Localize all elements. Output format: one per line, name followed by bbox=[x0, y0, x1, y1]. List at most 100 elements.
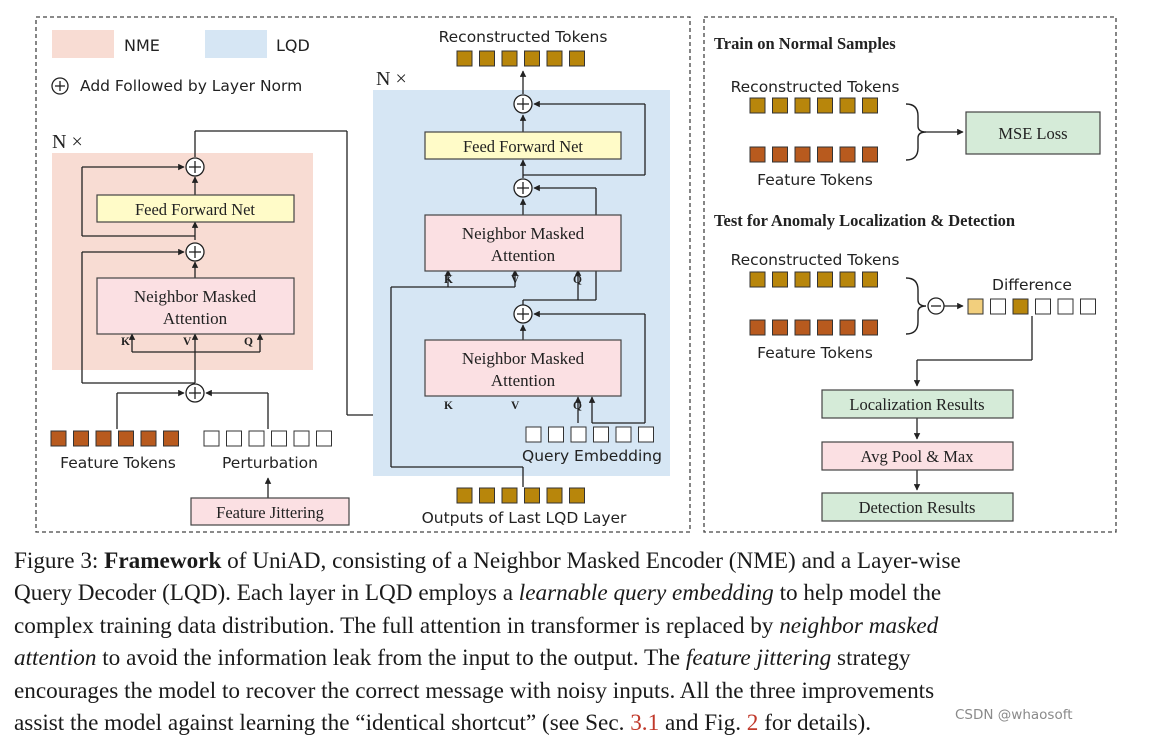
lqd-attention-lower-line2: Attention bbox=[491, 371, 556, 390]
reconstructed-token bbox=[501, 50, 518, 67]
lqd-query-embedding-tokens bbox=[525, 426, 654, 443]
feature-token bbox=[772, 146, 788, 163]
feature-token bbox=[862, 146, 878, 163]
nme-feature-tokens-label: Feature Tokens bbox=[60, 454, 176, 472]
caption-text: for details). bbox=[758, 710, 872, 737]
query-token bbox=[570, 426, 587, 443]
lqd-ffn-box bbox=[424, 131, 622, 160]
lqd-repeat-label: N × bbox=[376, 68, 407, 90]
lqd-attention-upper-box bbox=[424, 214, 622, 272]
output-token bbox=[479, 487, 495, 504]
lqd-outputs-label: Outputs of Last LQD Layer bbox=[422, 509, 627, 527]
reconstructed-token bbox=[772, 271, 788, 288]
reconstructed-token bbox=[569, 50, 585, 67]
right-panel-border bbox=[703, 16, 1117, 533]
reconstructed-token bbox=[839, 271, 856, 288]
test-reconstructed-label: Reconstructed Tokens bbox=[731, 251, 900, 269]
caption-text: Query Decoder (LQD). Each layer in LQD e… bbox=[14, 580, 519, 607]
lqd-add-norm-low-icon bbox=[513, 304, 533, 324]
difference-token bbox=[1012, 298, 1029, 315]
nme-ffn-label: Feed Forward Net bbox=[135, 200, 255, 219]
test-reconstructed-tokens bbox=[749, 271, 878, 288]
caption-line-3: complex training data distribution. The … bbox=[14, 610, 1139, 642]
section-link[interactable]: 3.1 bbox=[630, 710, 660, 737]
feature-token bbox=[794, 146, 811, 163]
reconstructed-token bbox=[794, 271, 811, 288]
query-token bbox=[548, 426, 564, 443]
subtract-icon bbox=[927, 297, 945, 315]
reconstructed-token bbox=[749, 97, 766, 114]
mse-loss-box bbox=[965, 111, 1101, 155]
difference-token bbox=[1035, 298, 1051, 315]
reconstructed-token bbox=[772, 97, 788, 114]
perturbation-token bbox=[271, 430, 287, 447]
nme-attention-line1: Neighbor Masked bbox=[134, 287, 257, 306]
caption-line-4: attention to avoid the information leak … bbox=[14, 642, 1139, 674]
localization-box bbox=[821, 389, 1014, 419]
watermark: CSDN @whaosoft bbox=[955, 707, 1073, 723]
feature-token bbox=[817, 146, 833, 163]
feature-token bbox=[749, 146, 766, 163]
test-brace bbox=[905, 277, 927, 335]
figure-link[interactable]: 2 bbox=[746, 710, 759, 737]
test-feature-tokens bbox=[749, 319, 878, 336]
caption-italic-term: learnable query embedding bbox=[518, 580, 774, 607]
lqd-attention-upper-line2: Attention bbox=[491, 246, 556, 265]
nme-v-label: V bbox=[183, 336, 192, 348]
train-feature-label: Feature Tokens bbox=[757, 171, 873, 189]
lqd-query-embedding-label: Query Embedding bbox=[522, 447, 662, 465]
reconstructed-token bbox=[794, 97, 811, 114]
feature-token bbox=[749, 319, 766, 336]
reconstructed-token bbox=[479, 50, 495, 67]
lqd-reconstructed-tokens bbox=[456, 50, 585, 67]
localization-label: Localization Results bbox=[849, 395, 984, 414]
train-title: Train on Normal Samples bbox=[714, 34, 896, 53]
feature-token bbox=[95, 430, 112, 447]
test-title: Test for Anomaly Localization & Detectio… bbox=[714, 211, 1015, 230]
query-token bbox=[593, 426, 609, 443]
figure-caption: Figure 3: Framework of UniAD, consisting… bbox=[14, 545, 1139, 739]
lqd-attention-lower-box bbox=[424, 339, 622, 397]
feature-token bbox=[163, 430, 179, 447]
train-feature-tokens bbox=[749, 146, 878, 163]
reconstructed-token bbox=[817, 97, 833, 114]
caption-line-2: Query Decoder (LQD). Each layer in LQD e… bbox=[14, 577, 1139, 609]
nme-q-label: Q bbox=[244, 336, 253, 348]
nme-perturbation-label: Perturbation bbox=[222, 454, 318, 472]
nme-ffn-box bbox=[96, 194, 295, 223]
train-reconstructed-label: Reconstructed Tokens bbox=[731, 78, 900, 96]
left-panel-border bbox=[35, 16, 691, 533]
reconstructed-token bbox=[749, 271, 766, 288]
perturbation-token bbox=[203, 430, 220, 447]
feature-token bbox=[140, 430, 157, 447]
output-token bbox=[501, 487, 518, 504]
feature-token bbox=[839, 319, 856, 336]
lqd-ffn-label: Feed Forward Net bbox=[463, 137, 583, 156]
feature-token bbox=[772, 319, 788, 336]
lqd-reconstructed-label: Reconstructed Tokens bbox=[439, 28, 608, 46]
lqd-attention-upper-line1: Neighbor Masked bbox=[462, 224, 585, 243]
feature-jittering-label: Feature Jittering bbox=[216, 503, 324, 522]
perturbation-token bbox=[226, 430, 242, 447]
difference-token bbox=[1080, 298, 1096, 315]
lqd-attention-lower-line1: Neighbor Masked bbox=[462, 349, 585, 368]
feature-token bbox=[73, 430, 89, 447]
nme-attention-box bbox=[96, 277, 295, 335]
caption-italic-term: feature jittering bbox=[685, 645, 832, 672]
test-feature-label: Feature Tokens bbox=[757, 344, 873, 362]
query-token bbox=[525, 426, 542, 443]
output-token bbox=[456, 487, 473, 504]
output-token bbox=[569, 487, 585, 504]
reconstructed-token bbox=[862, 271, 878, 288]
difference-token bbox=[990, 298, 1006, 315]
legend-nme-swatch bbox=[52, 30, 114, 58]
caption-text: to help model the bbox=[773, 580, 942, 607]
train-brace bbox=[905, 103, 927, 161]
reconstructed-token bbox=[546, 50, 563, 67]
caption-fig-number: Figure 3: bbox=[14, 548, 105, 574]
reconstructed-token bbox=[817, 271, 833, 288]
feature-token bbox=[118, 430, 134, 447]
perturbation-token bbox=[316, 430, 332, 447]
train-reconstructed-tokens bbox=[749, 97, 878, 114]
